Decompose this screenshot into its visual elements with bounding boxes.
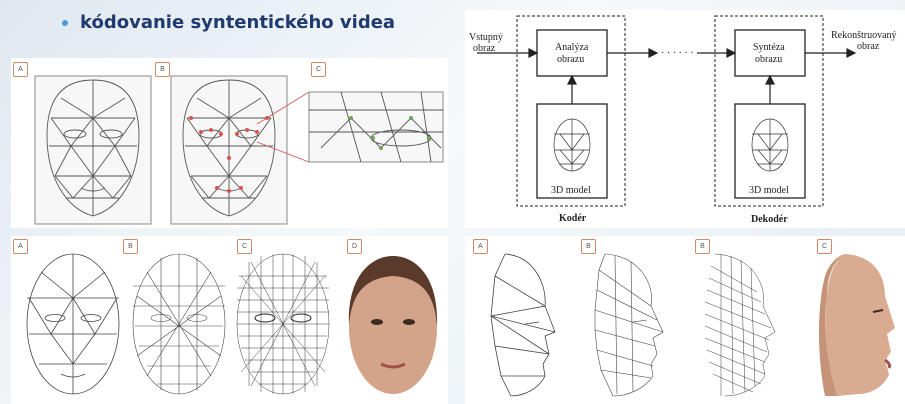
analysis-label-1: Analýza (555, 42, 589, 53)
profile-mesh-medium (594, 253, 664, 397)
decoder-label: Dekodér (751, 214, 788, 225)
zoom-landmark-points (349, 116, 431, 150)
label-d: D (347, 239, 362, 254)
rendered-face (348, 256, 438, 394)
label-c: C (311, 62, 326, 77)
label-c: C (817, 239, 832, 254)
codec-diagram-panel: Vstupný obraz Analýza obrazu Syntéza obr… (465, 10, 905, 228)
encoder-box (516, 15, 626, 207)
bullet-icon (62, 19, 68, 26)
codec-diagram: Vstupný obraz Analýza obrazu Syntéza obr… (469, 15, 897, 225)
rendered-profile (819, 254, 895, 396)
label-a: A (13, 239, 28, 254)
label-b-second: B (695, 239, 710, 254)
face-mesh-landmarks-figure (34, 75, 444, 225)
label-b: B (155, 62, 170, 77)
frontal-meshes-panel: A B C D (11, 236, 448, 404)
profile-mesh-dense (704, 253, 776, 397)
face-wireframe-a (46, 79, 140, 217)
encoder-label: Kodér (559, 213, 587, 224)
label-c: C (237, 239, 252, 254)
input-label-2: obraz (473, 43, 496, 54)
synthesis-label-1: Syntéza (753, 42, 785, 53)
output-label-1: Rekonštruovaný (831, 30, 897, 41)
frontal-meshes-figure (26, 253, 438, 395)
frontal-mesh-dense (236, 253, 330, 395)
analysis-label-2: obrazu (557, 54, 584, 65)
face-mesh-landmarks-panel: A B C (11, 58, 448, 228)
zoom-connectors (256, 91, 310, 163)
landmark-points (189, 116, 269, 193)
profile-mesh-coarse (490, 253, 556, 397)
analysis-box (536, 29, 608, 77)
frontal-mesh-coarse (26, 253, 120, 395)
model-label-left: 3D model (551, 185, 591, 196)
slide-title-text: kódovanie syntentického videa (80, 12, 396, 33)
synthesis-box (734, 29, 806, 77)
input-label-1: Vstupný (469, 32, 503, 43)
decoder-box (714, 15, 824, 207)
label-a: A (13, 62, 28, 77)
frontal-mesh-medium (132, 253, 226, 395)
model-label-right: 3D model (749, 185, 789, 196)
ellipsis-dots: · · · · · · (661, 48, 693, 59)
slide-title: kódovanie syntentického videa (62, 12, 395, 33)
output-label-2: obraz (857, 41, 880, 52)
face-icon-left (553, 118, 591, 172)
label-a: A (473, 239, 488, 254)
label-b: B (581, 239, 596, 254)
profile-meshes-figure (490, 253, 895, 397)
face-icon-right (751, 118, 789, 172)
synthesis-label-2: obrazu (755, 54, 782, 65)
profile-meshes-panel: A B B C (465, 236, 905, 404)
label-b: B (123, 239, 138, 254)
